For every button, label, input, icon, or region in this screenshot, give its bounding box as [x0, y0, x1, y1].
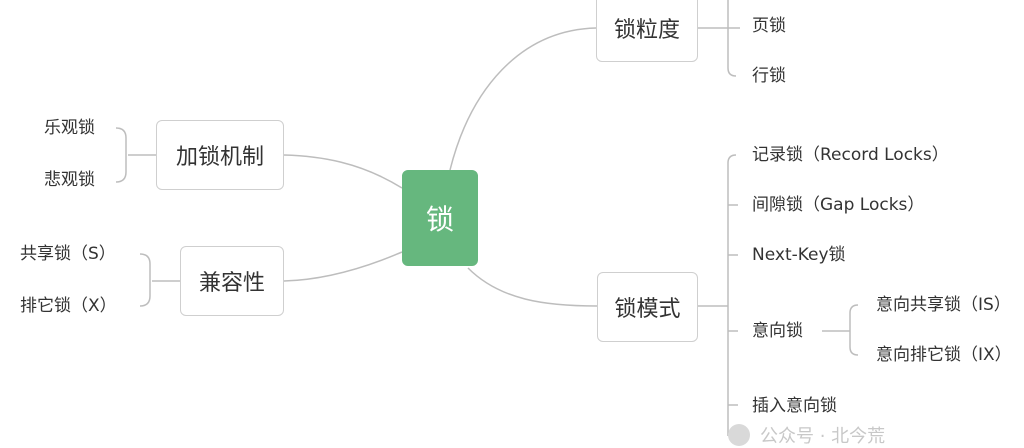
node-compatibility-label: 兼容性: [198, 271, 265, 296]
watermark: 公众号 · 北今荒: [728, 422, 885, 448]
mindmap-connectors: [115, 0, 859, 436]
leaf-shared-lock: 共享锁（S）: [20, 244, 116, 264]
root-label: 锁: [425, 203, 454, 236]
connector-intention-bracket: [822, 304, 859, 356]
connector-root-mechanism: [283, 154, 403, 189]
connector-root-mode: [467, 267, 598, 307]
leaf-exclusive-lock: 排它锁（X）: [20, 296, 117, 316]
node-locking-mechanism-label: 加锁机制: [175, 145, 264, 170]
watermark-text: 公众号 · 北今荒: [760, 426, 886, 447]
leaf-pessimistic-lock: 悲观锁: [44, 170, 95, 190]
leaf-page-lock: 页锁: [752, 16, 786, 36]
leaf-intention-lock: 意向锁: [752, 321, 803, 341]
node-lock-mode-label: 锁模式: [614, 297, 681, 322]
node-locking-mechanism[interactable]: 加锁机制: [156, 120, 284, 190]
node-lock-mode[interactable]: 锁模式: [597, 272, 698, 342]
leaf-insert-intention-lock: 插入意向锁: [752, 396, 837, 416]
node-lock-granularity-label: 锁粒度: [613, 18, 680, 43]
root-node-lock[interactable]: 锁: [402, 170, 478, 266]
wechat-icon: [728, 424, 750, 446]
connector-mode-bracket: [698, 154, 738, 436]
connector-mechanism-bracket: [115, 127, 156, 183]
leaf-intention-shared-lock: 意向共享锁（IS）: [876, 295, 1011, 315]
leaf-row-lock: 行锁: [752, 66, 786, 86]
connector-root-granularity: [449, 27, 597, 171]
leaf-gap-lock: 间隙锁（Gap Locks）: [752, 195, 925, 215]
connector-root-compatibility: [283, 251, 403, 282]
leaf-record-lock: 记录锁（Record Locks）: [752, 145, 949, 165]
leaf-optimistic-lock: 乐观锁: [44, 118, 95, 138]
node-lock-granularity[interactable]: 锁粒度: [596, 0, 698, 62]
connector-compatibility-bracket: [139, 253, 180, 307]
leaf-next-key-lock: Next-Key锁: [752, 245, 846, 265]
connector-granularity-bracket: [698, 0, 740, 77]
leaf-intention-exclusive-lock: 意向排它锁（IX）: [876, 345, 1012, 365]
node-compatibility[interactable]: 兼容性: [180, 246, 284, 316]
